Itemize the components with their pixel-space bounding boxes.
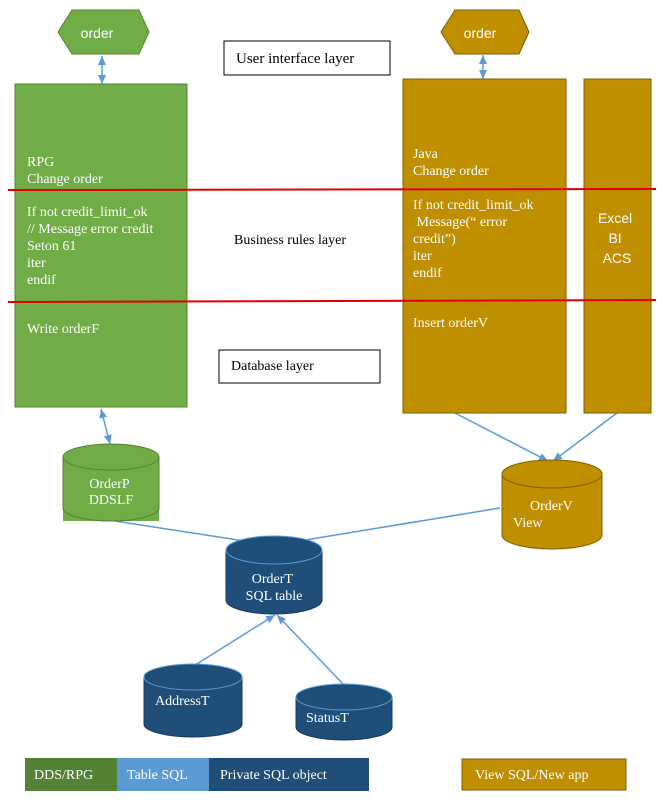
legend-table-label: Table SQL (127, 768, 188, 783)
legend-view-label: View SQL/New app (475, 768, 588, 783)
excel-line: Excel (598, 210, 632, 226)
svg-text:OrderV View: OrderV View (513, 499, 576, 531)
orderp-cylinder: OrderP DDSLF (62, 443, 160, 522)
rpg-title-line: Change order (27, 172, 103, 187)
java-logic-line: If not credit_limit_ok (413, 198, 534, 213)
java-logic-line: credit”) (413, 232, 456, 247)
excel-line: ACS (603, 250, 632, 266)
java-db-line: Insert orderV (413, 316, 488, 331)
orderp-line: OrderP (89, 477, 130, 492)
legend-view-swatch (461, 758, 627, 791)
java-logic-line: Message(“ error (413, 215, 507, 230)
svg-text:Java Change order: Java Change order (413, 147, 489, 179)
svg-text:OrderP DDSLF: OrderP DDSLF (89, 477, 134, 508)
svg-text:If not credit_limit_ok: If not credit_limit_ok Message(“ error c… (413, 198, 537, 281)
java-logic-line: endif (413, 266, 442, 281)
arrow-addresst-ordert (191, 614, 276, 668)
excel-line: BI (608, 230, 621, 246)
orderv-cylinder: OrderV View (501, 459, 603, 550)
layer-separator-lower (7, 299, 657, 303)
addresst-cylinder: AddressT (143, 663, 243, 738)
ui-layer-label: User interface layer (236, 51, 354, 67)
ordert-line: OrderT (252, 572, 294, 587)
rpg-box: RPG Change order If not credit_limit_ok … (14, 83, 188, 408)
rpg-logic-line: iter (27, 256, 46, 271)
svg-text:RPG Change order: RPG Change order (27, 155, 103, 187)
layer-separator-upper (7, 188, 657, 191)
statust-label: StatusT (306, 711, 349, 726)
connectors (98, 55, 618, 687)
legend-private-swatch (209, 758, 369, 791)
ordert-cylinder: OrderT SQL table (225, 535, 323, 615)
svg-text:Write orderF: Write orderF (27, 322, 99, 337)
java-title-line: Change order (413, 164, 489, 179)
rpg-logic-line: If not credit_limit_ok (27, 205, 148, 220)
orderv-line: View (513, 516, 543, 531)
legend-dds-label: DDS/RPG (34, 768, 93, 783)
svg-text:Business rules layer: Business rules layer (234, 233, 346, 248)
svg-text:Excel BI ACS: Excel BI ACS (598, 210, 636, 266)
database-layer-label: Database layer (231, 359, 314, 374)
business-layer-label: Business rules layer (234, 233, 346, 248)
ordert-line: SQL table (246, 589, 303, 604)
right-order-shape: order (440, 9, 530, 55)
arrow-java-orderv (454, 412, 549, 462)
rpg-logic-line: Seton 61 (27, 239, 76, 254)
rpg-db-line: Write orderF (27, 322, 99, 337)
orderp-line: DDSLF (89, 493, 134, 508)
right-order-label: order (464, 25, 497, 41)
java-title-line: Java (413, 147, 439, 162)
java-logic-line: iter (413, 249, 432, 264)
legend: DDS/RPG Table SQL Private SQL object Vie… (25, 758, 627, 791)
orderv-line: OrderV (530, 499, 573, 514)
database-layer-label-box: Database layer (218, 349, 381, 384)
legend-private-label: Private SQL object (220, 768, 327, 783)
left-order-shape: order (57, 9, 150, 55)
arrow-statust-ordert (276, 614, 346, 687)
legend-table-swatch (117, 758, 209, 791)
rpg-logic-line: // Message error credit (27, 222, 153, 237)
statust-cylinder: StatusT (295, 683, 393, 741)
addresst-label: AddressT (155, 694, 210, 709)
legend-dds-swatch (25, 758, 117, 791)
excel-box: Excel BI ACS (583, 78, 652, 414)
rpg-title-line: RPG (27, 155, 54, 170)
svg-text:If not credit_limit_ok /: If not credit_limit_ok // Message error … (27, 205, 157, 288)
arrow-excel-orderv (552, 412, 618, 462)
java-box: Java Change order If not credit_limit_ok… (402, 78, 567, 414)
left-order-label: order (81, 25, 114, 41)
svg-text:Insert orderV: Insert orderV (413, 316, 488, 331)
arrow-orderv-ordert (274, 507, 501, 548)
ui-layer-label-box: User interface layer (223, 40, 391, 76)
svg-text:OrderT SQL table: OrderT SQL table (246, 572, 303, 604)
rpg-logic-line: endif (27, 273, 56, 288)
arrow-rpg-orderp (99, 408, 112, 445)
